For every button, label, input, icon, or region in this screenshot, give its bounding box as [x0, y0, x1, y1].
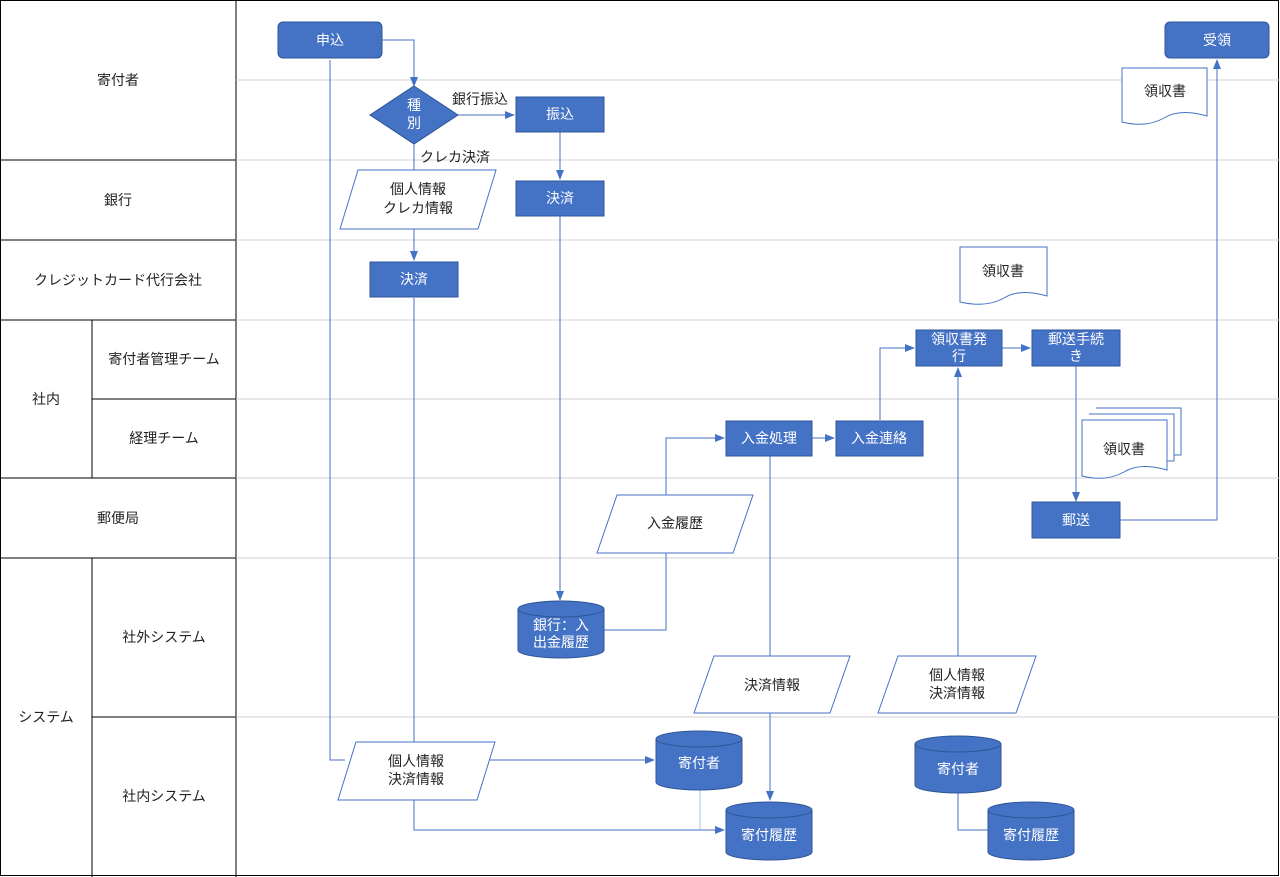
svg-text:決済情報: 決済情報	[744, 678, 800, 694]
svg-text:入金連絡: 入金連絡	[851, 431, 907, 447]
svg-text:寄付者: 寄付者	[678, 755, 720, 772]
lane-external-system: 社外システム	[122, 630, 206, 646]
data-personal-card-info[interactable]: 個人情報 クレカ情報	[339, 169, 497, 230]
database-donation-history-b[interactable]: 寄付履歴	[987, 801, 1075, 861]
process-receive[interactable]: 受領	[1164, 21, 1270, 59]
connectors	[329, 39, 1221, 834]
svg-text:個人情報: 個人情報	[929, 668, 985, 684]
process-mail[interactable]: 郵送	[1031, 501, 1121, 539]
process-mail-procedure[interactable]: 郵送手続 き	[1031, 329, 1121, 367]
decision-type[interactable]: 種 別	[369, 85, 459, 145]
process-apply[interactable]: 申込	[277, 21, 383, 59]
lane-accounting: 経理チーム	[129, 431, 199, 447]
edge-label-bank-transfer: 銀行振込	[452, 92, 508, 108]
svg-text:行: 行	[952, 349, 966, 365]
process-payment-processing[interactable]: 入金処理	[725, 420, 813, 457]
svg-text:領収書: 領収書	[1103, 441, 1145, 458]
edge-donor-db-to-history	[957, 792, 988, 831]
process-transfer[interactable]: 振込	[515, 96, 605, 133]
data-payment-history[interactable]: 入金履歴	[596, 494, 754, 554]
process-issue-receipt[interactable]: 領収書発 行	[915, 329, 1003, 367]
svg-text:別: 別	[407, 116, 421, 132]
database-donor-a[interactable]: 寄付者	[655, 730, 743, 791]
edge-payment-data-to-processing	[665, 434, 725, 495]
document-receipt-top[interactable]: 領収書	[1121, 67, 1208, 125]
svg-text:クレカ情報: クレカ情報	[383, 201, 453, 217]
data-personal-settle-info-b[interactable]: 個人情報 決済情報	[337, 741, 496, 801]
svg-text:郵送: 郵送	[1062, 513, 1090, 529]
svg-text:出金履歴: 出金履歴	[533, 635, 589, 651]
svg-text:個人情報: 個人情報	[390, 182, 446, 198]
svg-text:寄付履歴: 寄付履歴	[741, 827, 797, 844]
svg-text:領収書: 領収書	[982, 263, 1024, 280]
svg-text:振込: 振込	[546, 107, 574, 123]
document-receipt-mid[interactable]: 領収書	[959, 246, 1048, 305]
edge-apply-to-type	[382, 39, 418, 87]
edge-label-credit-card: クレカ決済	[420, 150, 490, 166]
process-bank-settle[interactable]: 決済	[515, 180, 605, 217]
lane-bank: 銀行	[104, 193, 132, 209]
svg-text:銀行：入: 銀行：入	[533, 618, 589, 634]
edge-notice-to-issue	[879, 344, 915, 420]
edge-apply-to-system	[329, 60, 345, 761]
process-card-settle[interactable]: 決済	[369, 261, 459, 298]
process-payment-notice[interactable]: 入金連絡	[835, 420, 924, 457]
lane-post-office: 郵便局	[97, 511, 139, 527]
document-receipt-stack[interactable]: 領収書	[1081, 407, 1182, 479]
database-bank-history[interactable]: 銀行：入 出金履歴	[517, 600, 605, 659]
svg-text:入金処理: 入金処理	[741, 431, 797, 447]
svg-text:入金履歴: 入金履歴	[647, 516, 703, 532]
svg-text:個人情報: 個人情報	[388, 754, 444, 770]
data-personal-settle-info-a[interactable]: 個人情報 決済情報	[877, 655, 1037, 714]
lane-internal-system: 社内システム	[122, 789, 206, 805]
lane-labels: 寄付者 銀行 クレジットカード代行会社 社内 寄付者管理チーム 経理チーム 郵便…	[18, 72, 220, 805]
svg-text:決済情報: 決済情報	[929, 686, 985, 702]
lane-internal: 社内	[32, 392, 60, 408]
data-settlement-info[interactable]: 決済情報	[693, 655, 851, 714]
svg-text:決済: 決済	[400, 272, 428, 288]
svg-text:受領: 受領	[1203, 32, 1231, 49]
svg-text:郵送手続: 郵送手続	[1048, 331, 1104, 348]
database-donation-history-a[interactable]: 寄付履歴	[725, 801, 813, 861]
svg-text:領収書: 領収書	[1144, 83, 1186, 100]
edge-mail-to-receive	[1120, 59, 1221, 521]
svg-text:種: 種	[407, 98, 421, 114]
edge-card-settle-to-history	[413, 298, 725, 834]
edge-history-to-payment-data	[604, 553, 667, 631]
lane-donor-mgmt: 寄付者管理チーム	[108, 351, 220, 368]
svg-text:寄付者: 寄付者	[937, 761, 979, 778]
svg-text:申込: 申込	[316, 33, 344, 49]
svg-text:寄付履歴: 寄付履歴	[1003, 827, 1059, 844]
svg-text:決済: 決済	[546, 191, 574, 207]
svg-text:決済情報: 決済情報	[388, 772, 444, 788]
database-donor-b[interactable]: 寄付者	[914, 735, 1002, 794]
lane-card-agent: クレジットカード代行会社	[34, 273, 202, 289]
svg-text:き: き	[1069, 349, 1083, 365]
lane-donor: 寄付者	[97, 72, 139, 89]
svg-text:領収書発: 領収書発	[931, 331, 987, 348]
lane-system: システム	[18, 710, 74, 726]
